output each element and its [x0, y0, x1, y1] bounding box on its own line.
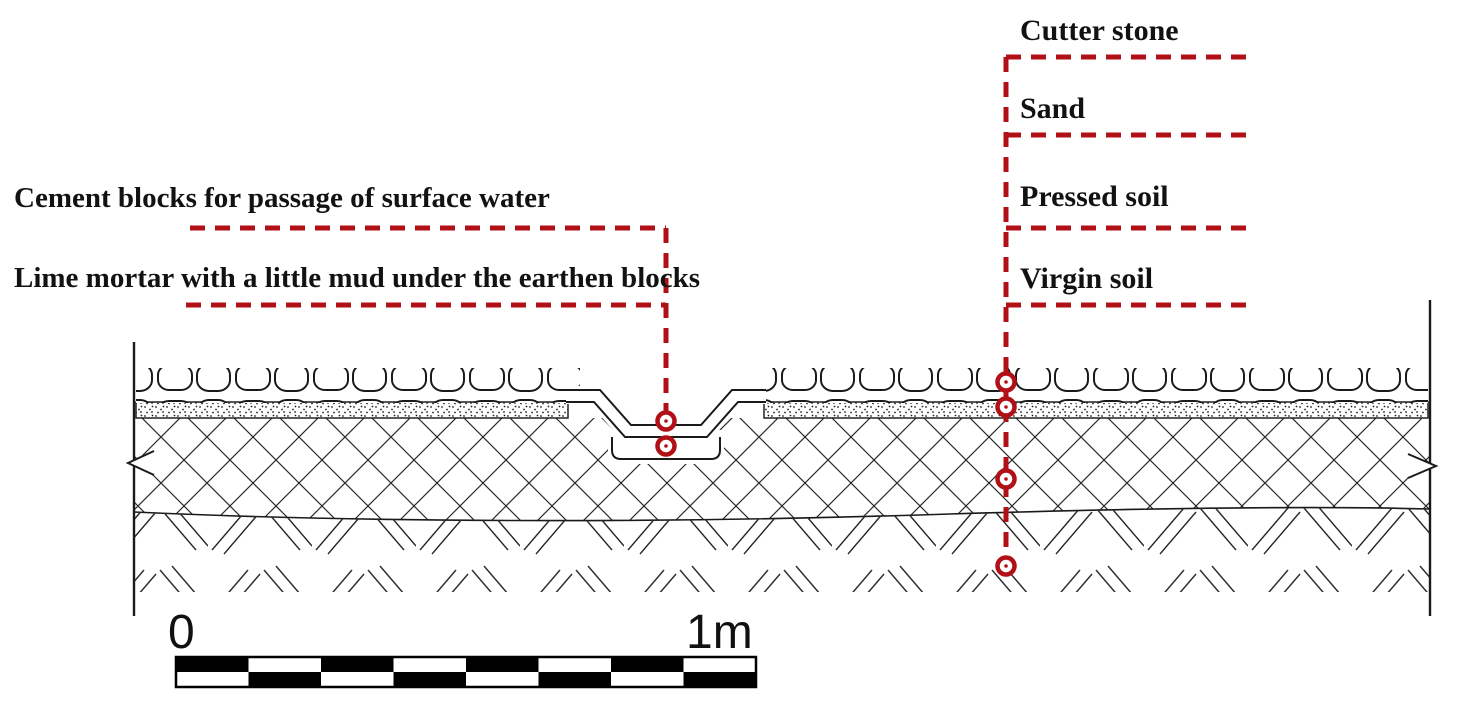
- scale-bar-border: [174, 655, 758, 689]
- right-edge-line: [1407, 300, 1439, 616]
- label-virgin-soil: Virgin soil: [1020, 262, 1153, 295]
- label-lime-mortar: Lime mortar with a little mud under the …: [14, 262, 700, 294]
- left-leader-markers: [655, 410, 677, 457]
- left-leader-lines: [186, 225, 677, 457]
- scale-bar-segments: [176, 657, 756, 687]
- label-pressed-soil: Pressed soil: [1020, 180, 1169, 213]
- right-break-mark: [1407, 453, 1439, 479]
- virgin-soil-layer: [134, 507, 1430, 592]
- left-break-mark: [125, 450, 155, 476]
- label-cutter-stone: Cutter stone: [1020, 14, 1179, 47]
- sand-layer: [135, 401, 1429, 419]
- label-sand: Sand: [1020, 92, 1085, 125]
- left-edge-line: [125, 342, 155, 616]
- cutter-stone-layer: [136, 368, 1428, 403]
- right-leader-lines: [995, 54, 1250, 577]
- right-leader-markers: [995, 371, 1017, 577]
- label-cement-blocks: Cement blocks for passage of surface wat…: [14, 182, 550, 214]
- scale-label-zero: 0: [168, 606, 195, 659]
- pressed-soil-layer: [133, 418, 1431, 522]
- scale-bar: 0 1m: [168, 606, 758, 689]
- scale-label-one-meter: 1m: [686, 606, 753, 659]
